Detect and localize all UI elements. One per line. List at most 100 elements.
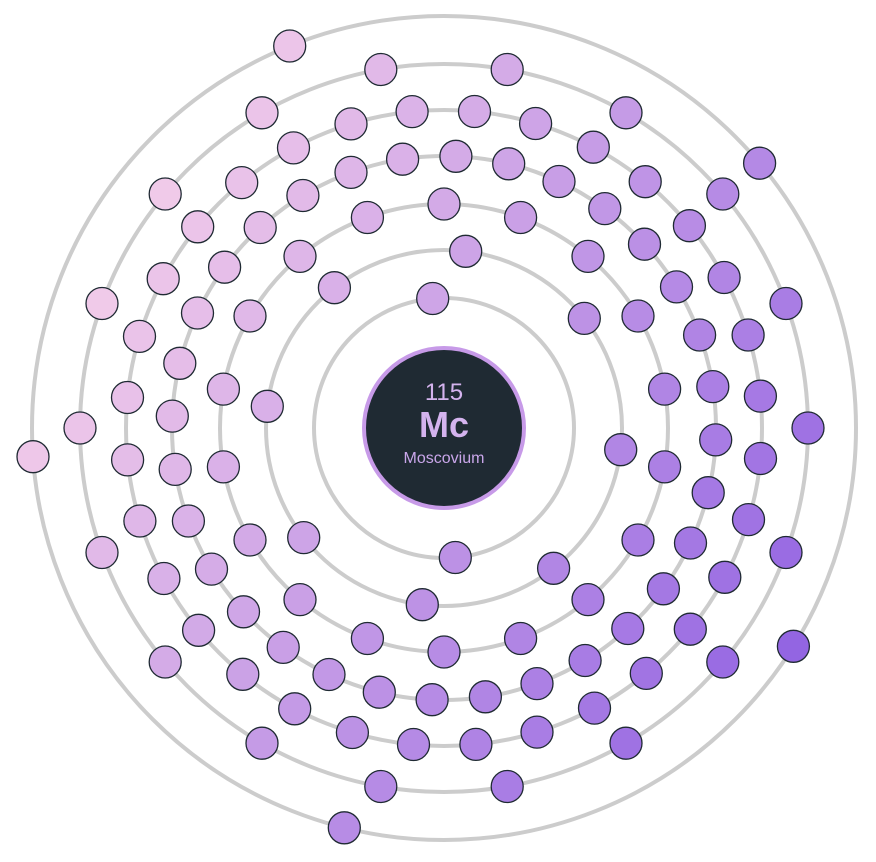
electron-shell-6 (63, 411, 97, 445)
electron-shell-6 (769, 535, 803, 570)
electron-shell-6 (609, 726, 643, 760)
electron-shell-5 (628, 165, 662, 199)
electron-shell-2 (317, 271, 352, 305)
electron-shell-4 (163, 346, 197, 380)
electron-shell-3 (427, 635, 461, 669)
nucleus: 115 Mc Moscovium (362, 346, 526, 510)
electron-shell-3 (206, 450, 241, 484)
electron-shell-4 (627, 227, 662, 261)
electron-shell-4 (180, 296, 215, 330)
electron-shell-4 (542, 164, 576, 199)
electron-shell-6 (609, 96, 643, 130)
electron-shell-3 (283, 239, 317, 274)
electron-shell-5 (520, 715, 554, 749)
electron-shell-5 (334, 107, 368, 141)
electron-shell-6 (706, 645, 740, 679)
electron-shell-4 (588, 191, 622, 226)
electron-shell-5 (457, 94, 492, 129)
electron-shell-5 (731, 502, 766, 537)
electron-shell-4 (243, 210, 277, 245)
electron-shell-5 (396, 727, 431, 762)
shell-5 (124, 108, 764, 748)
electron-shell-2 (250, 389, 284, 423)
electron-shell-3 (350, 200, 385, 235)
electron-shell-3 (503, 621, 538, 656)
electron-shell-3 (647, 372, 682, 406)
electron-shell-5 (459, 727, 493, 762)
electron-shell-5 (226, 657, 260, 691)
electron-shell-5 (110, 443, 145, 477)
electron-shell-6 (245, 726, 279, 760)
electron-shell-4 (207, 250, 242, 284)
electron-shell-5 (276, 131, 311, 165)
electron-shell-4 (699, 423, 733, 457)
electron-shell-4 (659, 270, 694, 304)
atomic-number: 115 (425, 379, 463, 406)
electron-shell-3 (283, 582, 317, 617)
electron-shell-3 (621, 523, 655, 557)
electron-shell-6 (769, 286, 803, 321)
electron-shell-2 (405, 588, 439, 622)
electron-shell-5 (278, 692, 312, 726)
electron-shell-4 (312, 657, 346, 692)
electron-shell-5 (122, 319, 157, 354)
electron-shell-5 (731, 318, 765, 352)
electron-shell-4 (520, 666, 554, 701)
electron-shell-2 (536, 551, 571, 585)
electron-shell-2 (449, 234, 483, 268)
electron-shell-5 (225, 165, 259, 200)
electron-shell-4 (682, 318, 717, 352)
electron-shell-4 (266, 630, 300, 665)
element-symbol: Mc (419, 404, 469, 445)
electron-shell-6 (85, 535, 119, 570)
electron-shell-4 (385, 142, 420, 176)
electron-shell-5 (743, 379, 778, 413)
electron-shell-7 (776, 629, 811, 663)
electron-shell-6 (364, 52, 398, 87)
electron-shell-3 (206, 372, 241, 406)
electron-shell-1 (416, 281, 450, 316)
electron-shell-4 (696, 369, 730, 404)
electron-shell-7 (327, 811, 361, 845)
electron-shell-4 (171, 504, 206, 538)
electron-shell-3 (503, 200, 538, 235)
electron-shell-2 (567, 301, 601, 336)
nucleus-circle (362, 346, 526, 510)
electron-shell-3 (621, 299, 655, 333)
electron-shell-6 (490, 769, 524, 804)
shell-7 (30, 14, 858, 842)
electron-shell-5 (123, 504, 157, 538)
electron-shell-4 (568, 643, 602, 678)
electron-shell-5 (147, 561, 181, 596)
electron-shell-4 (362, 675, 396, 709)
electron-shell-5 (629, 656, 663, 691)
electron-shell-5 (672, 209, 707, 243)
electron-shell-2 (287, 520, 321, 555)
electron-shell-4 (468, 680, 503, 714)
electron-shell-3 (427, 187, 461, 221)
electron-shell-4 (439, 139, 473, 173)
electron-shell-4 (158, 452, 192, 487)
electron-shell-4 (334, 155, 368, 190)
electron-shell-2 (604, 433, 638, 467)
electron-shell-4 (226, 595, 261, 629)
electron-shell-5 (395, 94, 429, 129)
electron-shell-6 (85, 286, 119, 321)
electron-shell-3 (350, 621, 385, 656)
electron-shell-4 (611, 611, 645, 646)
electron-shell-5 (707, 260, 741, 295)
electron-shell-5 (708, 560, 742, 594)
electron-shell-5 (181, 210, 215, 244)
electron-shell-3 (233, 523, 267, 557)
electron-shell-4 (492, 147, 526, 181)
electron-shell-7 (273, 29, 307, 63)
electron-shell-4 (691, 476, 725, 510)
electron-shell-3 (233, 299, 267, 333)
shell-2 (264, 248, 624, 608)
electron-shell-6 (791, 411, 825, 445)
electron-shell-5 (110, 380, 145, 415)
electron-shell-6 (245, 96, 279, 130)
electron-shell-6 (148, 645, 182, 679)
